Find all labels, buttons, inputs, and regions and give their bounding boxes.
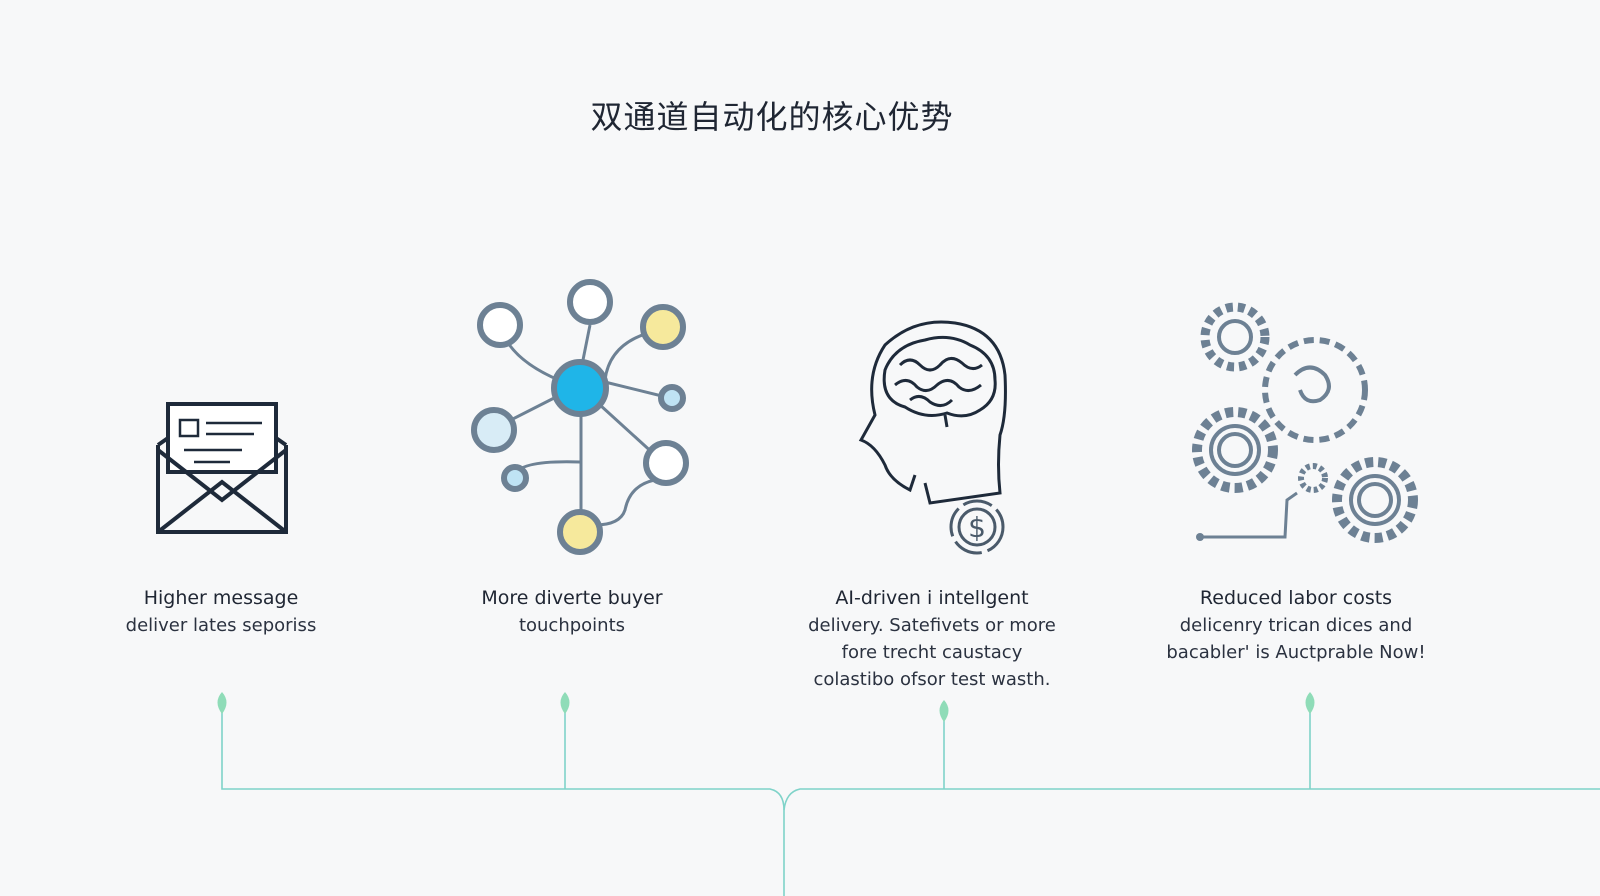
- svg-text:$: $: [968, 511, 986, 544]
- leaf-marker-icon: [1305, 692, 1315, 714]
- envelope-icon: [156, 402, 288, 534]
- feature-description: colastibo ofsor test wasth.: [813, 669, 1051, 690]
- feature-touchpoints: More diverte buyer touchpoints: [402, 584, 742, 639]
- feature-description: deliver lates seporiss: [125, 615, 317, 636]
- feature-description: delivery. Satefivets or more: [808, 615, 1056, 636]
- feature-labor-costs: Reduced labor costs delicenry trican dic…: [1126, 584, 1466, 666]
- gears-icon: [1192, 302, 1418, 543]
- feature-ai-delivery: AI-driven i intellgent delivery. Satefiv…: [762, 584, 1102, 693]
- leaf-marker-icon: [939, 700, 949, 722]
- feature-delivery-rate: Higher message deliver lates seporiss: [51, 584, 391, 639]
- feature-description: touchpoints: [518, 615, 626, 636]
- feature-description: fore trecht caustacy: [841, 642, 1023, 663]
- feature-description: delicenry trican dices and: [1179, 615, 1413, 636]
- leaf-marker-icon: [217, 692, 227, 714]
- leaf-markers: [217, 692, 1315, 722]
- leaf-marker-icon: [560, 692, 570, 714]
- feature-heading: AI-driven i intellgent: [835, 587, 1029, 609]
- feature-heading: Higher message: [143, 587, 299, 609]
- feature-heading: More diverte buyer: [481, 587, 663, 609]
- feature-heading: Reduced labor costs: [1199, 587, 1393, 609]
- brain-dollar-icon: $: [858, 320, 1007, 555]
- network-icon: [471, 279, 689, 555]
- page-title: 双通道自动化的核心优势: [590, 98, 954, 136]
- feature-description: bacabler' is Auctprable Now!: [1166, 642, 1426, 663]
